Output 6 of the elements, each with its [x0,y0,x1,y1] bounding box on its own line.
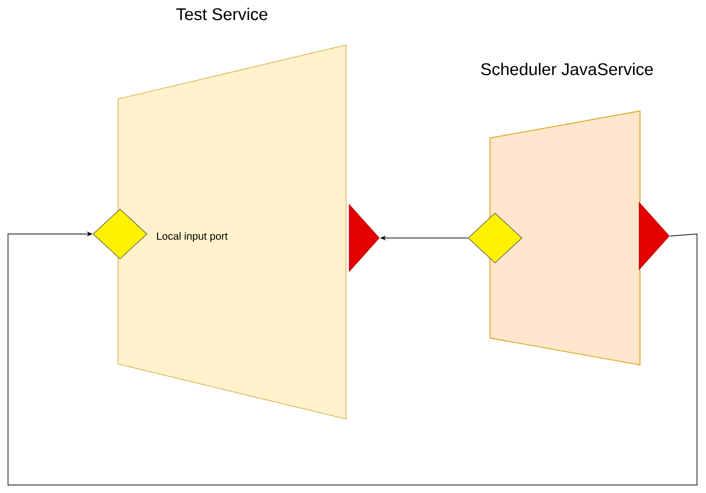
panel-title: Scheduler JavaService [481,62,653,76]
port-diamond [92,208,148,260]
panel-title: Test Service [176,8,268,20]
port-label: Local input port [157,232,228,242]
port-diamond [468,212,522,264]
arrow [8,231,698,486]
